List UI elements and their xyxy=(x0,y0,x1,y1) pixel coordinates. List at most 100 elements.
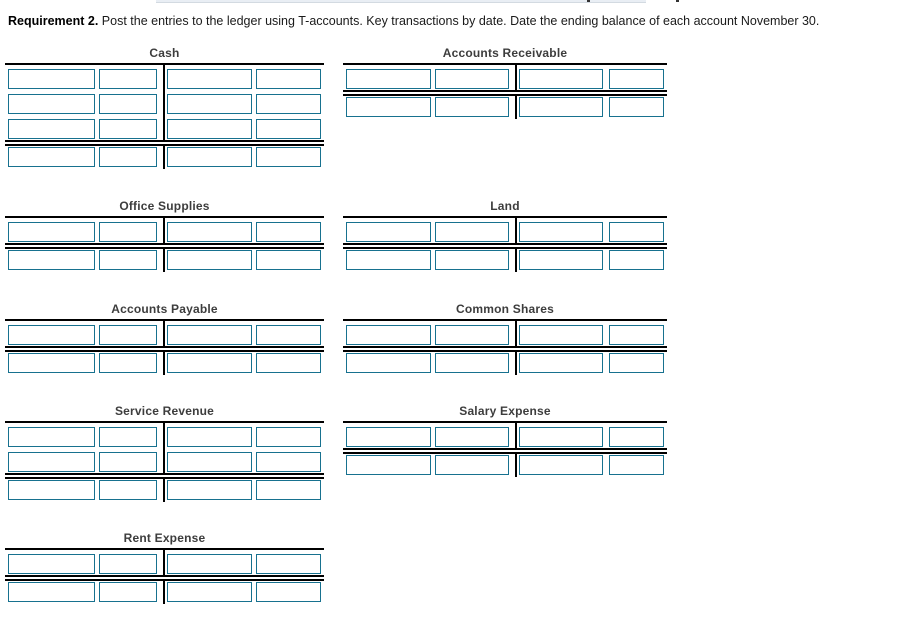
debit-amount-input[interactable] xyxy=(99,147,157,167)
t-account-title-cash: Cash xyxy=(149,46,180,60)
credit-amount-input[interactable] xyxy=(609,353,664,373)
credit-date-input[interactable] xyxy=(167,325,252,345)
debit-amount-input[interactable] xyxy=(99,119,157,139)
debit-date-input[interactable] xyxy=(8,250,95,270)
credit-amount-input[interactable] xyxy=(609,250,664,270)
debit-date-input[interactable] xyxy=(8,427,95,447)
credit-date-input[interactable] xyxy=(519,250,603,270)
t-account-body xyxy=(5,421,324,502)
debit-amount-input[interactable] xyxy=(99,554,157,574)
debit-date-input[interactable] xyxy=(8,554,95,574)
credit-date-input[interactable] xyxy=(167,119,252,139)
debit-date-input[interactable] xyxy=(346,325,431,345)
credit-date-input[interactable] xyxy=(167,94,252,114)
credit-amount-input[interactable] xyxy=(609,222,664,242)
credit-date-input[interactable] xyxy=(519,222,603,242)
debit-date-input[interactable] xyxy=(8,119,95,139)
debit-amount-input[interactable] xyxy=(99,69,157,89)
debit-amount-input[interactable] xyxy=(99,250,157,270)
credit-date-input[interactable] xyxy=(519,455,603,475)
credit-date-input[interactable] xyxy=(167,250,252,270)
credit-amount-input[interactable] xyxy=(609,455,664,475)
credit-amount-input[interactable] xyxy=(256,94,321,114)
credit-date-input[interactable] xyxy=(167,452,252,472)
credit-date-input[interactable] xyxy=(167,582,252,602)
credit-date-input[interactable] xyxy=(167,222,252,242)
debit-date-input[interactable] xyxy=(346,250,431,270)
credit-amount-input[interactable] xyxy=(256,119,321,139)
credit-date-input[interactable] xyxy=(519,353,603,373)
debit-date-input[interactable] xyxy=(8,147,95,167)
balance-row xyxy=(5,250,324,270)
credit-amount-input[interactable] xyxy=(256,554,321,574)
balance-total-ruling-line xyxy=(343,346,667,352)
debit-date-input[interactable] xyxy=(346,222,431,242)
credit-date-input[interactable] xyxy=(167,427,252,447)
debit-date-input[interactable] xyxy=(346,427,431,447)
transaction-row xyxy=(5,325,324,345)
debit-date-input[interactable] xyxy=(346,69,431,89)
debit-date-input[interactable] xyxy=(8,480,95,500)
credit-date-input[interactable] xyxy=(519,97,603,117)
t-account-body xyxy=(5,548,324,604)
debit-date-input[interactable] xyxy=(8,582,95,602)
debit-date-input[interactable] xyxy=(8,222,95,242)
credit-amount-input[interactable] xyxy=(256,325,321,345)
credit-amount-input[interactable] xyxy=(609,325,664,345)
credit-date-input[interactable] xyxy=(167,353,252,373)
debit-amount-input[interactable] xyxy=(435,353,509,373)
credit-date-input[interactable] xyxy=(519,69,603,89)
debit-amount-input[interactable] xyxy=(99,582,157,602)
debit-amount-input[interactable] xyxy=(435,325,509,345)
balance-total-ruling-line xyxy=(5,473,324,479)
debit-amount-input[interactable] xyxy=(435,97,509,117)
credit-amount-input[interactable] xyxy=(609,427,664,447)
debit-amount-input[interactable] xyxy=(99,427,157,447)
debit-amount-input[interactable] xyxy=(435,455,509,475)
debit-amount-input[interactable] xyxy=(99,325,157,345)
credit-amount-input[interactable] xyxy=(609,97,664,117)
credit-amount-input[interactable] xyxy=(256,480,321,500)
credit-date-input[interactable] xyxy=(519,427,603,447)
t-account-title-office-supplies: Office Supplies xyxy=(119,199,210,213)
debit-date-input[interactable] xyxy=(346,455,431,475)
debit-date-input[interactable] xyxy=(8,452,95,472)
debit-date-input[interactable] xyxy=(8,69,95,89)
t-account-land: Land xyxy=(343,199,667,272)
credit-date-input[interactable] xyxy=(167,147,252,167)
debit-date-input[interactable] xyxy=(8,353,95,373)
credit-amount-input[interactable] xyxy=(609,69,664,89)
t-account-title-common-shares: Common Shares xyxy=(456,302,554,316)
debit-date-input[interactable] xyxy=(8,325,95,345)
debit-amount-input[interactable] xyxy=(99,222,157,242)
credit-amount-input[interactable] xyxy=(256,222,321,242)
credit-date-input[interactable] xyxy=(167,554,252,574)
debit-amount-input[interactable] xyxy=(435,222,509,242)
credit-amount-input[interactable] xyxy=(256,452,321,472)
credit-amount-input[interactable] xyxy=(256,427,321,447)
balance-total-ruling-line xyxy=(5,346,324,352)
debit-amount-input[interactable] xyxy=(435,69,509,89)
debit-amount-input[interactable] xyxy=(435,250,509,270)
credit-date-input[interactable] xyxy=(519,325,603,345)
credit-date-input[interactable] xyxy=(167,69,252,89)
debit-amount-input[interactable] xyxy=(99,353,157,373)
debit-amount-input[interactable] xyxy=(99,452,157,472)
balance-row xyxy=(5,582,324,602)
credit-amount-input[interactable] xyxy=(256,250,321,270)
debit-amount-input[interactable] xyxy=(435,427,509,447)
debit-date-input[interactable] xyxy=(346,353,431,373)
debit-date-input[interactable] xyxy=(346,97,431,117)
transaction-row xyxy=(5,69,324,89)
credit-amount-input[interactable] xyxy=(256,69,321,89)
credit-date-input[interactable] xyxy=(167,480,252,500)
balance-row xyxy=(5,353,324,373)
t-account-title-rent-expense: Rent Expense xyxy=(123,531,206,545)
debit-date-input[interactable] xyxy=(8,94,95,114)
credit-amount-input[interactable] xyxy=(256,582,321,602)
credit-amount-input[interactable] xyxy=(256,147,321,167)
debit-amount-input[interactable] xyxy=(99,94,157,114)
debit-amount-input[interactable] xyxy=(99,480,157,500)
credit-amount-input[interactable] xyxy=(256,353,321,373)
transaction-row xyxy=(5,452,324,472)
